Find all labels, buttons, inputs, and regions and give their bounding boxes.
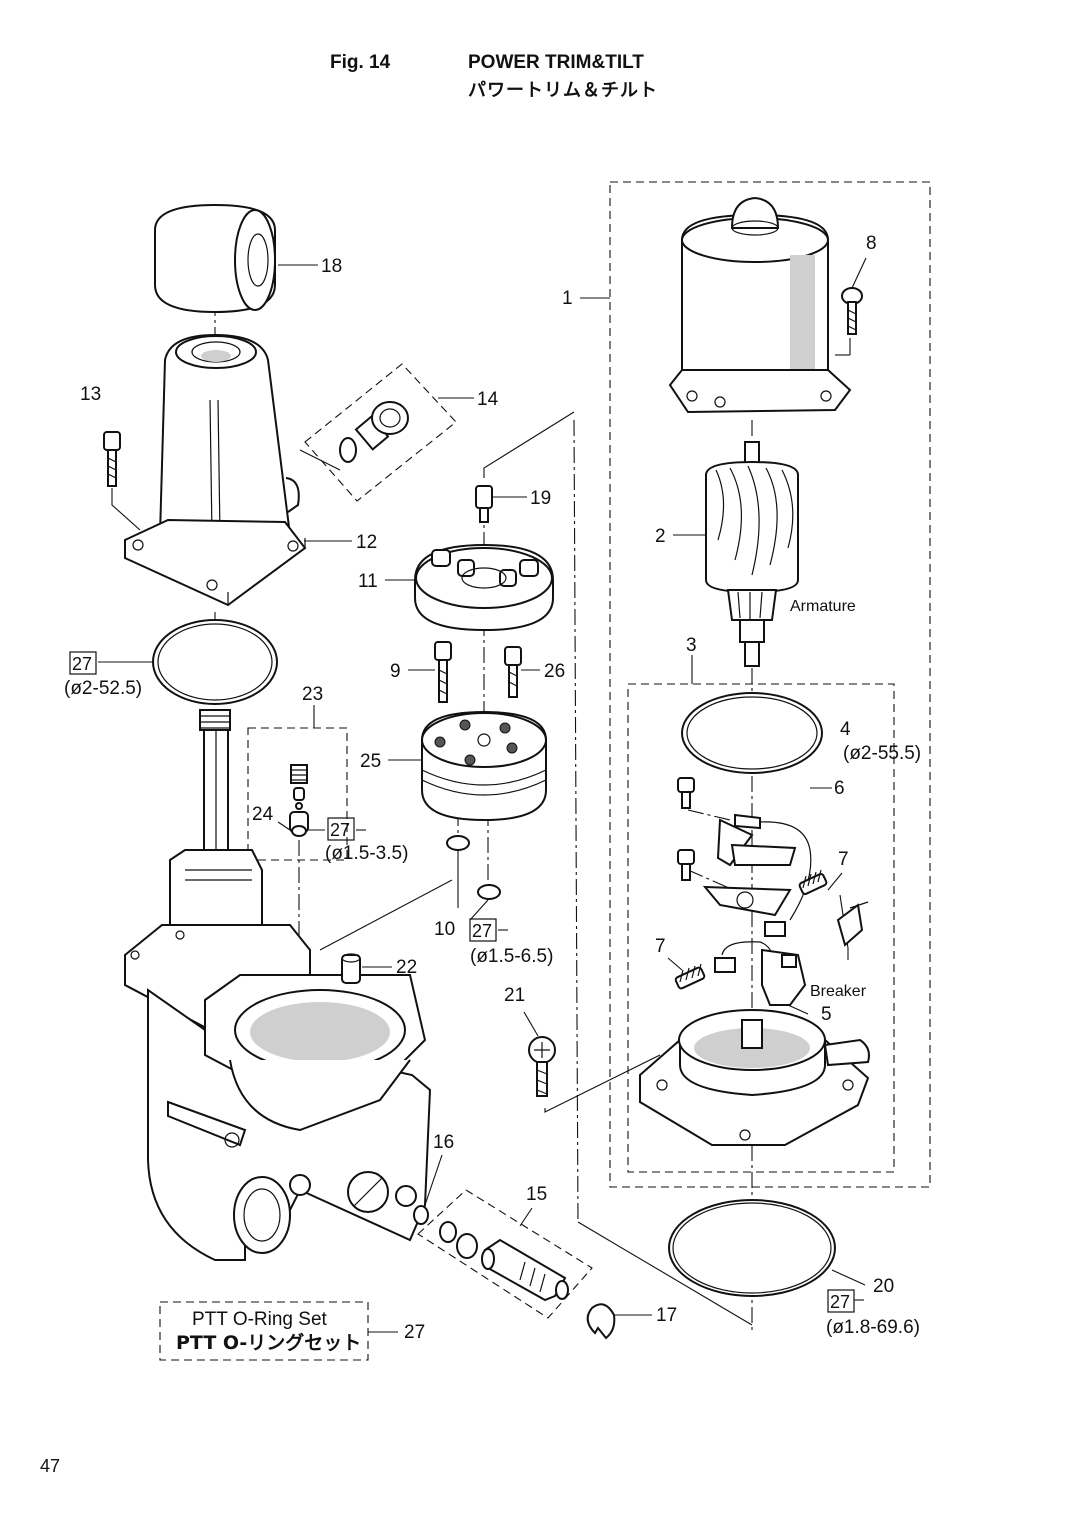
callout-27: 27 bbox=[404, 1322, 425, 1343]
callout-5: 5 bbox=[821, 1004, 832, 1025]
set-ref-27-d: 27 bbox=[830, 1292, 850, 1312]
callout-7-upper: 7 bbox=[838, 849, 849, 870]
part-20-oring bbox=[668, 1199, 836, 1297]
set-ref-27-c: 27 bbox=[472, 921, 492, 941]
brush-holder-screw-lower bbox=[677, 849, 695, 881]
part-6-brush-lead bbox=[702, 813, 812, 921]
part-22-fitting bbox=[341, 953, 361, 984]
part-9-bolt bbox=[434, 641, 452, 703]
callout-24: 24 bbox=[252, 804, 274, 825]
part-17-circlip bbox=[586, 1303, 616, 1340]
part-18-cap bbox=[154, 203, 276, 314]
callout-21: 21 bbox=[504, 985, 525, 1006]
callout-23: 23 bbox=[302, 684, 323, 705]
part-21-bolt bbox=[528, 1036, 556, 1097]
callout-9: 9 bbox=[390, 661, 401, 682]
group-box-valve-15 bbox=[417, 1189, 593, 1319]
spec-oring-3: (ø1.5-3.5) bbox=[325, 843, 408, 864]
callout-15: 15 bbox=[526, 1184, 547, 1205]
part-7-spring-upper bbox=[764, 869, 828, 937]
callout-26: 26 bbox=[544, 661, 565, 682]
piston-rod bbox=[199, 709, 231, 861]
group-box-motor-assembly bbox=[609, 181, 931, 1188]
callout-10: 10 bbox=[434, 919, 455, 940]
callout-6: 6 bbox=[834, 778, 845, 799]
part-16-oring bbox=[413, 1205, 429, 1225]
breaker-note: Breaker bbox=[810, 983, 867, 1000]
callout-17: 17 bbox=[656, 1305, 677, 1326]
callout-7-lower: 7 bbox=[655, 936, 666, 957]
part-10-oring-a bbox=[446, 835, 470, 851]
spec-oring-55: (ø2-55.5) bbox=[843, 743, 921, 764]
set-ref-27-b: 27 bbox=[330, 820, 350, 840]
callout-4: 4 bbox=[840, 719, 851, 740]
callout-20: 20 bbox=[873, 1276, 894, 1297]
motor-end-frame bbox=[639, 1009, 870, 1146]
brush-clip bbox=[836, 901, 869, 947]
callout-3: 3 bbox=[686, 635, 697, 656]
part-2-armature bbox=[705, 441, 799, 667]
part-15-manual-valve bbox=[439, 1221, 569, 1302]
part-5-breaker bbox=[721, 941, 807, 1006]
page-number: 47 bbox=[40, 1456, 61, 1476]
part-13-bolt bbox=[103, 431, 121, 487]
part-27-oring-52 bbox=[152, 619, 278, 705]
part-11-pump-cover bbox=[414, 543, 554, 632]
group-box-valve-23 bbox=[247, 727, 348, 861]
callout-25: 25 bbox=[360, 751, 381, 772]
callout-22: 22 bbox=[396, 957, 417, 978]
callout-11: 11 bbox=[358, 571, 378, 592]
part-25-pump bbox=[421, 710, 547, 822]
oring-set-label-en: PTT O-Ring Set bbox=[192, 1309, 328, 1330]
spec-oring-6: (ø1.5-6.5) bbox=[470, 946, 553, 967]
part-7-spring-lower bbox=[674, 957, 736, 990]
armature-note: Armature bbox=[790, 598, 856, 615]
group-box-oring-set bbox=[159, 1301, 369, 1361]
part-1-motor-housing bbox=[668, 196, 852, 414]
part-10-oring-b bbox=[477, 884, 501, 900]
part-12-cylinder-housing bbox=[124, 333, 307, 607]
callout-8: 8 bbox=[866, 233, 877, 254]
tilt-cylinder-body bbox=[124, 849, 432, 1261]
callout-13: 13 bbox=[80, 384, 101, 405]
oring-set-label-ja: PTT O-リングセット bbox=[176, 1331, 361, 1354]
callout-2: 2 bbox=[655, 526, 666, 547]
group-box-valve-14 bbox=[304, 363, 457, 502]
part-26-bolt bbox=[504, 646, 522, 698]
figure-number: Fig. 14 bbox=[330, 52, 391, 73]
group-box-motor-end-cap bbox=[627, 683, 895, 1173]
part-14-valve bbox=[339, 401, 409, 463]
figure-title-japanese: パワートリム＆チルト bbox=[468, 80, 658, 101]
callout-12: 12 bbox=[356, 532, 377, 553]
callout-19: 19 bbox=[530, 488, 551, 509]
brush-holder-screw-upper bbox=[677, 777, 695, 809]
callout-16: 16 bbox=[433, 1132, 454, 1153]
spec-oring-69: (ø1.8-69.6) bbox=[826, 1317, 920, 1338]
part-4-oring bbox=[681, 692, 823, 774]
part-24-oring bbox=[291, 825, 307, 837]
callout-18: 18 bbox=[321, 256, 342, 277]
part-8-screw bbox=[841, 287, 863, 335]
callout-14: 14 bbox=[477, 389, 499, 410]
part-23-check-valve bbox=[289, 764, 309, 833]
spec-oring-52: (ø2-52.5) bbox=[64, 678, 142, 699]
figure-title: POWER TRIM&TILT bbox=[468, 52, 644, 73]
set-ref-27-a: 27 bbox=[72, 654, 92, 674]
part-19-pin bbox=[475, 485, 493, 523]
callout-1: 1 bbox=[562, 288, 573, 309]
